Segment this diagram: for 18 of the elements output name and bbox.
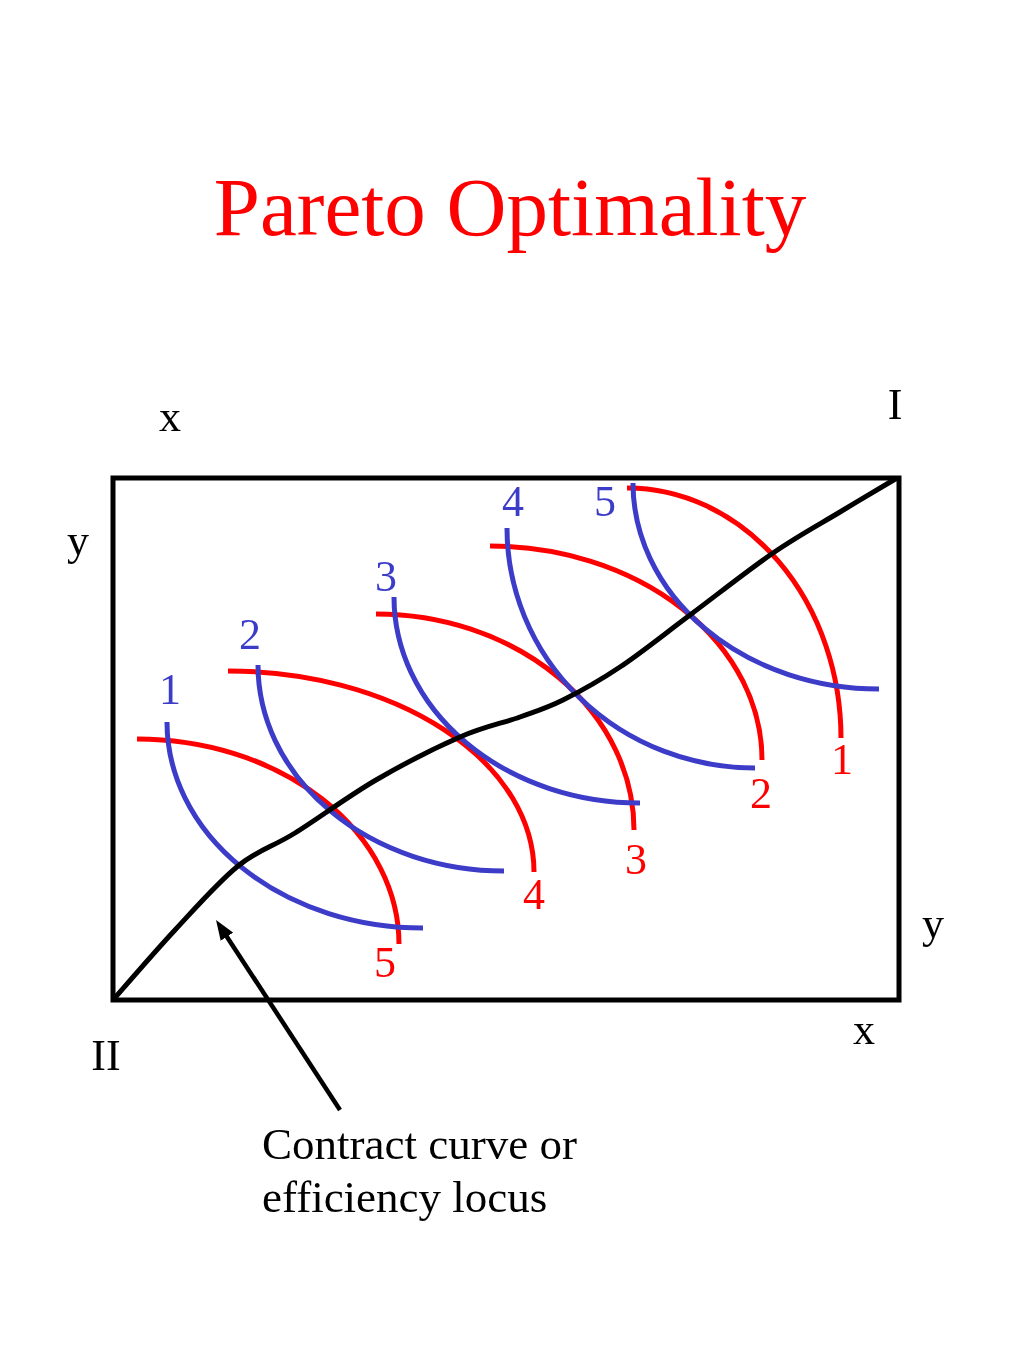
curve-number: 1 xyxy=(831,738,853,782)
axis-label: y xyxy=(67,519,89,563)
callout-text: Contract curve or efficiency locus xyxy=(262,1118,584,1224)
curve-number: 5 xyxy=(374,941,396,985)
curve-number: 3 xyxy=(375,555,397,599)
axis-label: y xyxy=(922,902,944,946)
curve-number: 2 xyxy=(750,772,772,816)
origin-label: I xyxy=(887,383,903,427)
curve-number: 2 xyxy=(239,613,261,657)
axis-label: x xyxy=(159,395,181,439)
origin-label: II xyxy=(91,1034,121,1078)
curve-number: 5 xyxy=(594,480,616,524)
curve-number: 3 xyxy=(625,838,647,882)
leader-arrow xyxy=(216,920,342,1112)
curve-number: 4 xyxy=(523,873,545,917)
curve-number: 1 xyxy=(159,668,181,712)
axis-label: x xyxy=(853,1008,875,1052)
curve-number: 4 xyxy=(502,480,524,524)
